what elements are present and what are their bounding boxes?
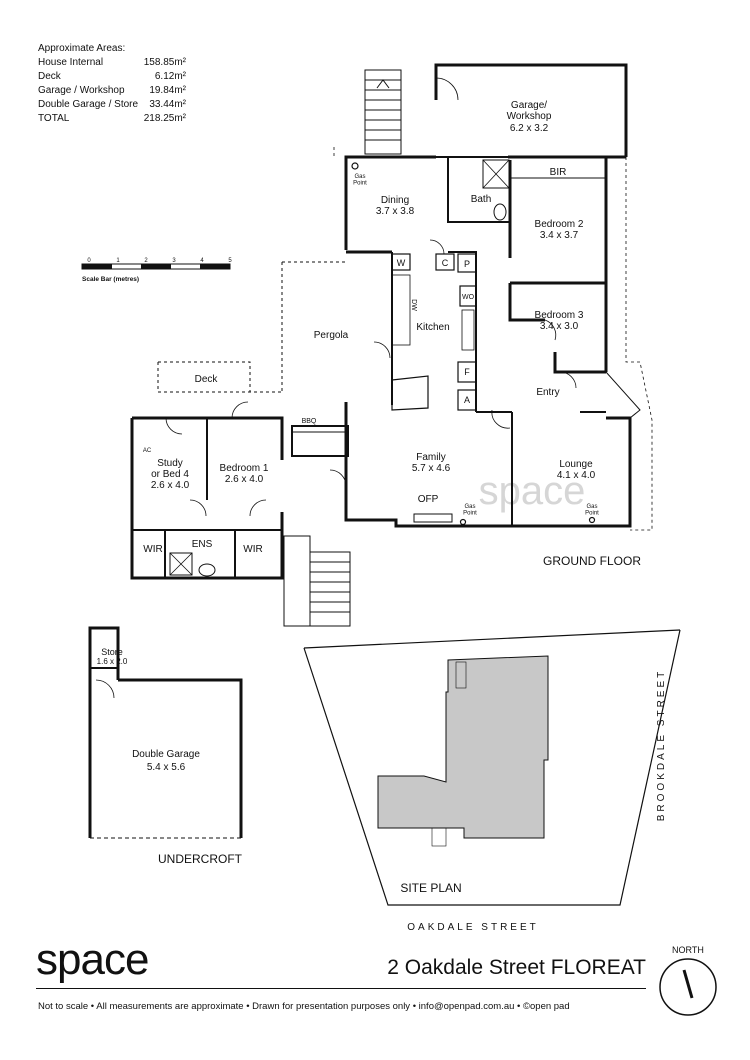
north-arrow-icon (682, 969, 694, 999)
room-garage-workshop-dims: 6.2 x 3.2 (510, 123, 549, 134)
scale-bar: 0 1 2 3 4 5 Scale Bar (metres) (81, 258, 232, 283)
site-outline (333, 147, 653, 531)
fixture-ofp: OFP (418, 494, 439, 505)
room-study-dims: 2.6 x 4.0 (151, 480, 190, 491)
fixture-f: F (464, 367, 470, 377)
room-wir-left: WIR (143, 544, 162, 555)
room-deck: Deck (195, 374, 219, 385)
room-wir-right: WIR (243, 544, 262, 555)
room-ensuite: ENS (192, 539, 213, 550)
ground-floor-plan (130, 63, 653, 627)
site-building (377, 655, 549, 839)
street-brookdale: BROOKDALE STREET (656, 669, 667, 821)
divider (36, 988, 646, 989)
room-dining-dims: 3.7 x 3.8 (376, 206, 415, 217)
street-oakdale: OAKDALE STREET (407, 922, 538, 933)
areas-heading: Approximate Areas: (38, 43, 126, 54)
scale-tick: 3 (172, 258, 176, 264)
fixture-bbq: BBQ (302, 418, 317, 425)
pergola-outline (157, 261, 346, 393)
fixture-p: P (464, 259, 470, 269)
room-store: Store (101, 647, 123, 657)
north-label: NORTH (672, 945, 704, 955)
site-plan (303, 629, 681, 906)
room-labels: Garage/Workshop 6.2 x 3.2 Dining 3.7 x 3… (97, 100, 596, 773)
room-kitchen: Kitchen (416, 322, 449, 333)
room-bedroom2: Bedroom 2 (535, 219, 584, 230)
room-bath: Bath (471, 194, 492, 205)
footer-disclaimer: Not to scale • All measurements are appr… (38, 1001, 570, 1012)
room-bir: BIR (550, 167, 567, 178)
room-bedroom1-dims: 2.6 x 4.0 (225, 474, 264, 485)
room-pergola: Pergola (314, 330, 349, 341)
back-stairs (364, 69, 402, 155)
fixture-dw: DW (410, 299, 417, 311)
undercroft-plan (88, 626, 243, 839)
door-swings (165, 77, 577, 517)
watermark: space (479, 469, 586, 513)
room-family: Family (416, 452, 445, 463)
fixture-ac: AC (143, 448, 152, 454)
site-plan-label: SITE PLAN (400, 881, 461, 895)
room-double-garage-dims: 5.4 x 5.6 (147, 762, 186, 773)
north-compass (659, 958, 717, 1016)
property-address: 2 Oakdale Street FLOREAT (387, 956, 646, 979)
scale-caption: Scale Bar (metres) (82, 276, 139, 283)
scale-tick: 5 (228, 258, 232, 264)
fixture-a: A (464, 395, 470, 405)
room-bedroom1: Bedroom 1 (220, 463, 269, 474)
room-lounge-dims: 4.1 x 4.0 (557, 470, 596, 481)
room-store-dims: 1.6 x 2.0 (97, 657, 128, 666)
room-family-dims: 5.7 x 4.6 (412, 463, 451, 474)
scale-tick: 4 (200, 258, 204, 264)
brand-logo: space (36, 935, 149, 984)
scale-tick: 1 (116, 258, 120, 264)
front-stairs (283, 535, 351, 627)
undercroft-label: UNDERCROFT (158, 852, 243, 866)
room-dining: Dining (381, 195, 409, 206)
room-lounge: Lounge (559, 459, 593, 470)
room-bedroom2-dims: 3.4 x 3.7 (540, 230, 579, 241)
room-double-garage: Double Garage (132, 749, 200, 760)
room-bedroom3-dims: 3.4 x 3.0 (540, 321, 579, 332)
ground-floor-label: GROUND FLOOR (543, 554, 641, 568)
room-bedroom3: Bedroom 3 (535, 310, 584, 321)
room-entry: Entry (536, 387, 559, 398)
fixture-c: C (442, 258, 449, 268)
fixture-w: W (397, 258, 406, 268)
room-garage-workshop: Garage/Workshop (507, 100, 552, 122)
scale-tick: 0 (87, 258, 91, 264)
fixture-wo: WO (462, 294, 475, 301)
scale-tick: 2 (144, 258, 148, 264)
